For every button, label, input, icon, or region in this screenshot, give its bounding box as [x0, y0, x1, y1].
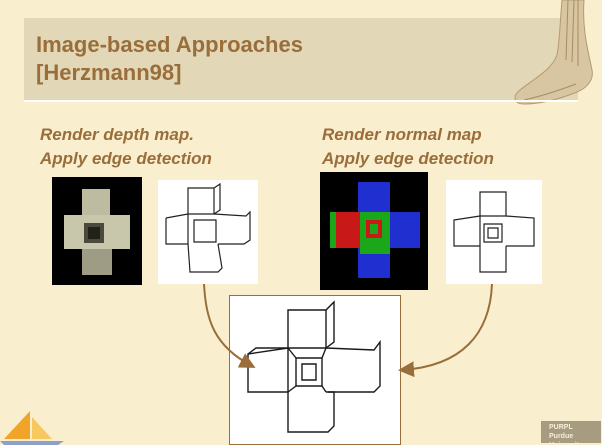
normal-edge-image	[446, 180, 542, 284]
depth-map-caption: Render depth map. Apply edge detection	[40, 123, 212, 171]
depth-caption-line-1: Render depth map.	[40, 125, 194, 144]
slide-title: Image-based Approaches [Herzmann98]	[36, 31, 436, 87]
title-band	[24, 18, 578, 100]
foot-illustration	[514, 0, 593, 105]
title-divider	[24, 100, 578, 102]
depth-caption-line-2: Apply edge detection	[40, 149, 212, 168]
combined-edge-result-image	[229, 295, 401, 445]
depth-edge-image	[158, 180, 258, 284]
slide-title-line-1: Image-based Approaches	[36, 32, 303, 57]
normal-map-caption: Render normal map Apply edge detection	[322, 123, 494, 171]
purpl-logo-name: PURPL	[549, 424, 573, 431]
normal-map-image	[320, 172, 428, 290]
normal-caption-line-1: Render normal map	[322, 125, 482, 144]
sailboat-logo-icon	[0, 411, 64, 445]
purpl-logo: PURPL Purdue University	[541, 421, 601, 445]
purpl-logo-subtitle: Purdue University	[549, 433, 583, 445]
slide-title-line-2: [Herzmann98]	[36, 60, 182, 85]
normal-caption-line-2: Apply edge detection	[322, 149, 494, 168]
right-arrow	[398, 283, 493, 378]
depth-map-image	[52, 177, 142, 285]
